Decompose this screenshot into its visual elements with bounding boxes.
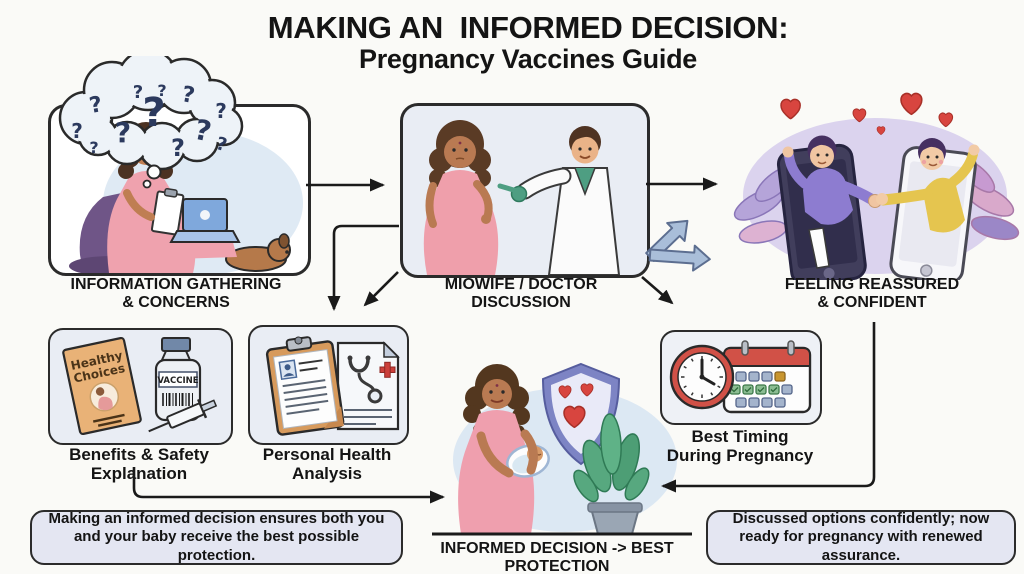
title-line2: Pregnancy Vaccines Guide	[359, 43, 697, 74]
vaccine-bottle-label: VACCINE	[157, 376, 198, 386]
doctor-discussion-illustration	[423, 120, 621, 275]
page-title: MAKING AN INFORMED DECISION: Pregnancy V…	[32, 10, 1024, 74]
blue-arrow-right	[648, 244, 711, 272]
label-line: Best Timing	[691, 427, 789, 446]
label-line: Benefits & Safety	[69, 445, 209, 464]
panel-information-gathering	[48, 104, 311, 276]
panel-best-timing	[660, 330, 822, 425]
label-doctor-discussion: MIOWIFE / DOCTOR DISCUSSION	[371, 276, 671, 312]
label-personal-health: Personal Health Analysis	[202, 445, 452, 483]
health-records-illustration	[265, 336, 400, 436]
question-mark: ?	[133, 82, 143, 103]
panel-benefits-safety: Healthy Choices VACCINE	[48, 328, 233, 445]
question-mark: ?	[157, 81, 166, 100]
label-line: & CONFIDENT	[817, 293, 927, 311]
callout-right-text: Discussed options confidently; now ready…	[732, 510, 990, 564]
panel-doctor-discussion	[400, 103, 650, 278]
callout-left-text: Making an informed decision ensures both…	[48, 510, 385, 564]
label-best-timing: Best Timing During Pregnancy	[615, 427, 865, 465]
label-line: INFORMED DECISION -> BEST PROTECTION	[440, 540, 674, 574]
callout-left: Making an informed decision ensures both…	[30, 510, 403, 565]
label-line: DISCUSSION	[471, 293, 571, 311]
label-line: & CONCERNS	[122, 293, 230, 311]
label-line: Personal Health	[262, 445, 392, 464]
label-informed-decision: INFORMED DECISION -> BEST PROTECTION	[387, 540, 727, 574]
reassured-phones-illustration	[733, 92, 1020, 280]
thinking-woman-illustration	[69, 122, 303, 273]
panel-personal-health	[248, 325, 409, 445]
label-line: INFORMATION GATHERING	[70, 276, 282, 293]
label-line: Analysis	[292, 464, 362, 484]
title-line1: MAKING AN INFORMED DECISION:	[267, 10, 789, 45]
clock-calendar-illustration	[669, 340, 812, 414]
pamphlet-vaccine-illustration: Healthy Choices VACCINE	[62, 336, 218, 436]
label-information-gathering: INFORMATION GATHERING & CONCERNS	[26, 276, 326, 312]
label-line: During Pregnancy	[666, 446, 814, 466]
label-feeling-reassured: FEELING REASSURED & CONFIDENT	[722, 276, 1022, 312]
label-line: FEELING REASSURED	[784, 276, 960, 293]
callout-right: Discussed options confidently; now ready…	[706, 510, 1016, 565]
label-line: MIOWIFE / DOCTOR	[444, 276, 598, 293]
